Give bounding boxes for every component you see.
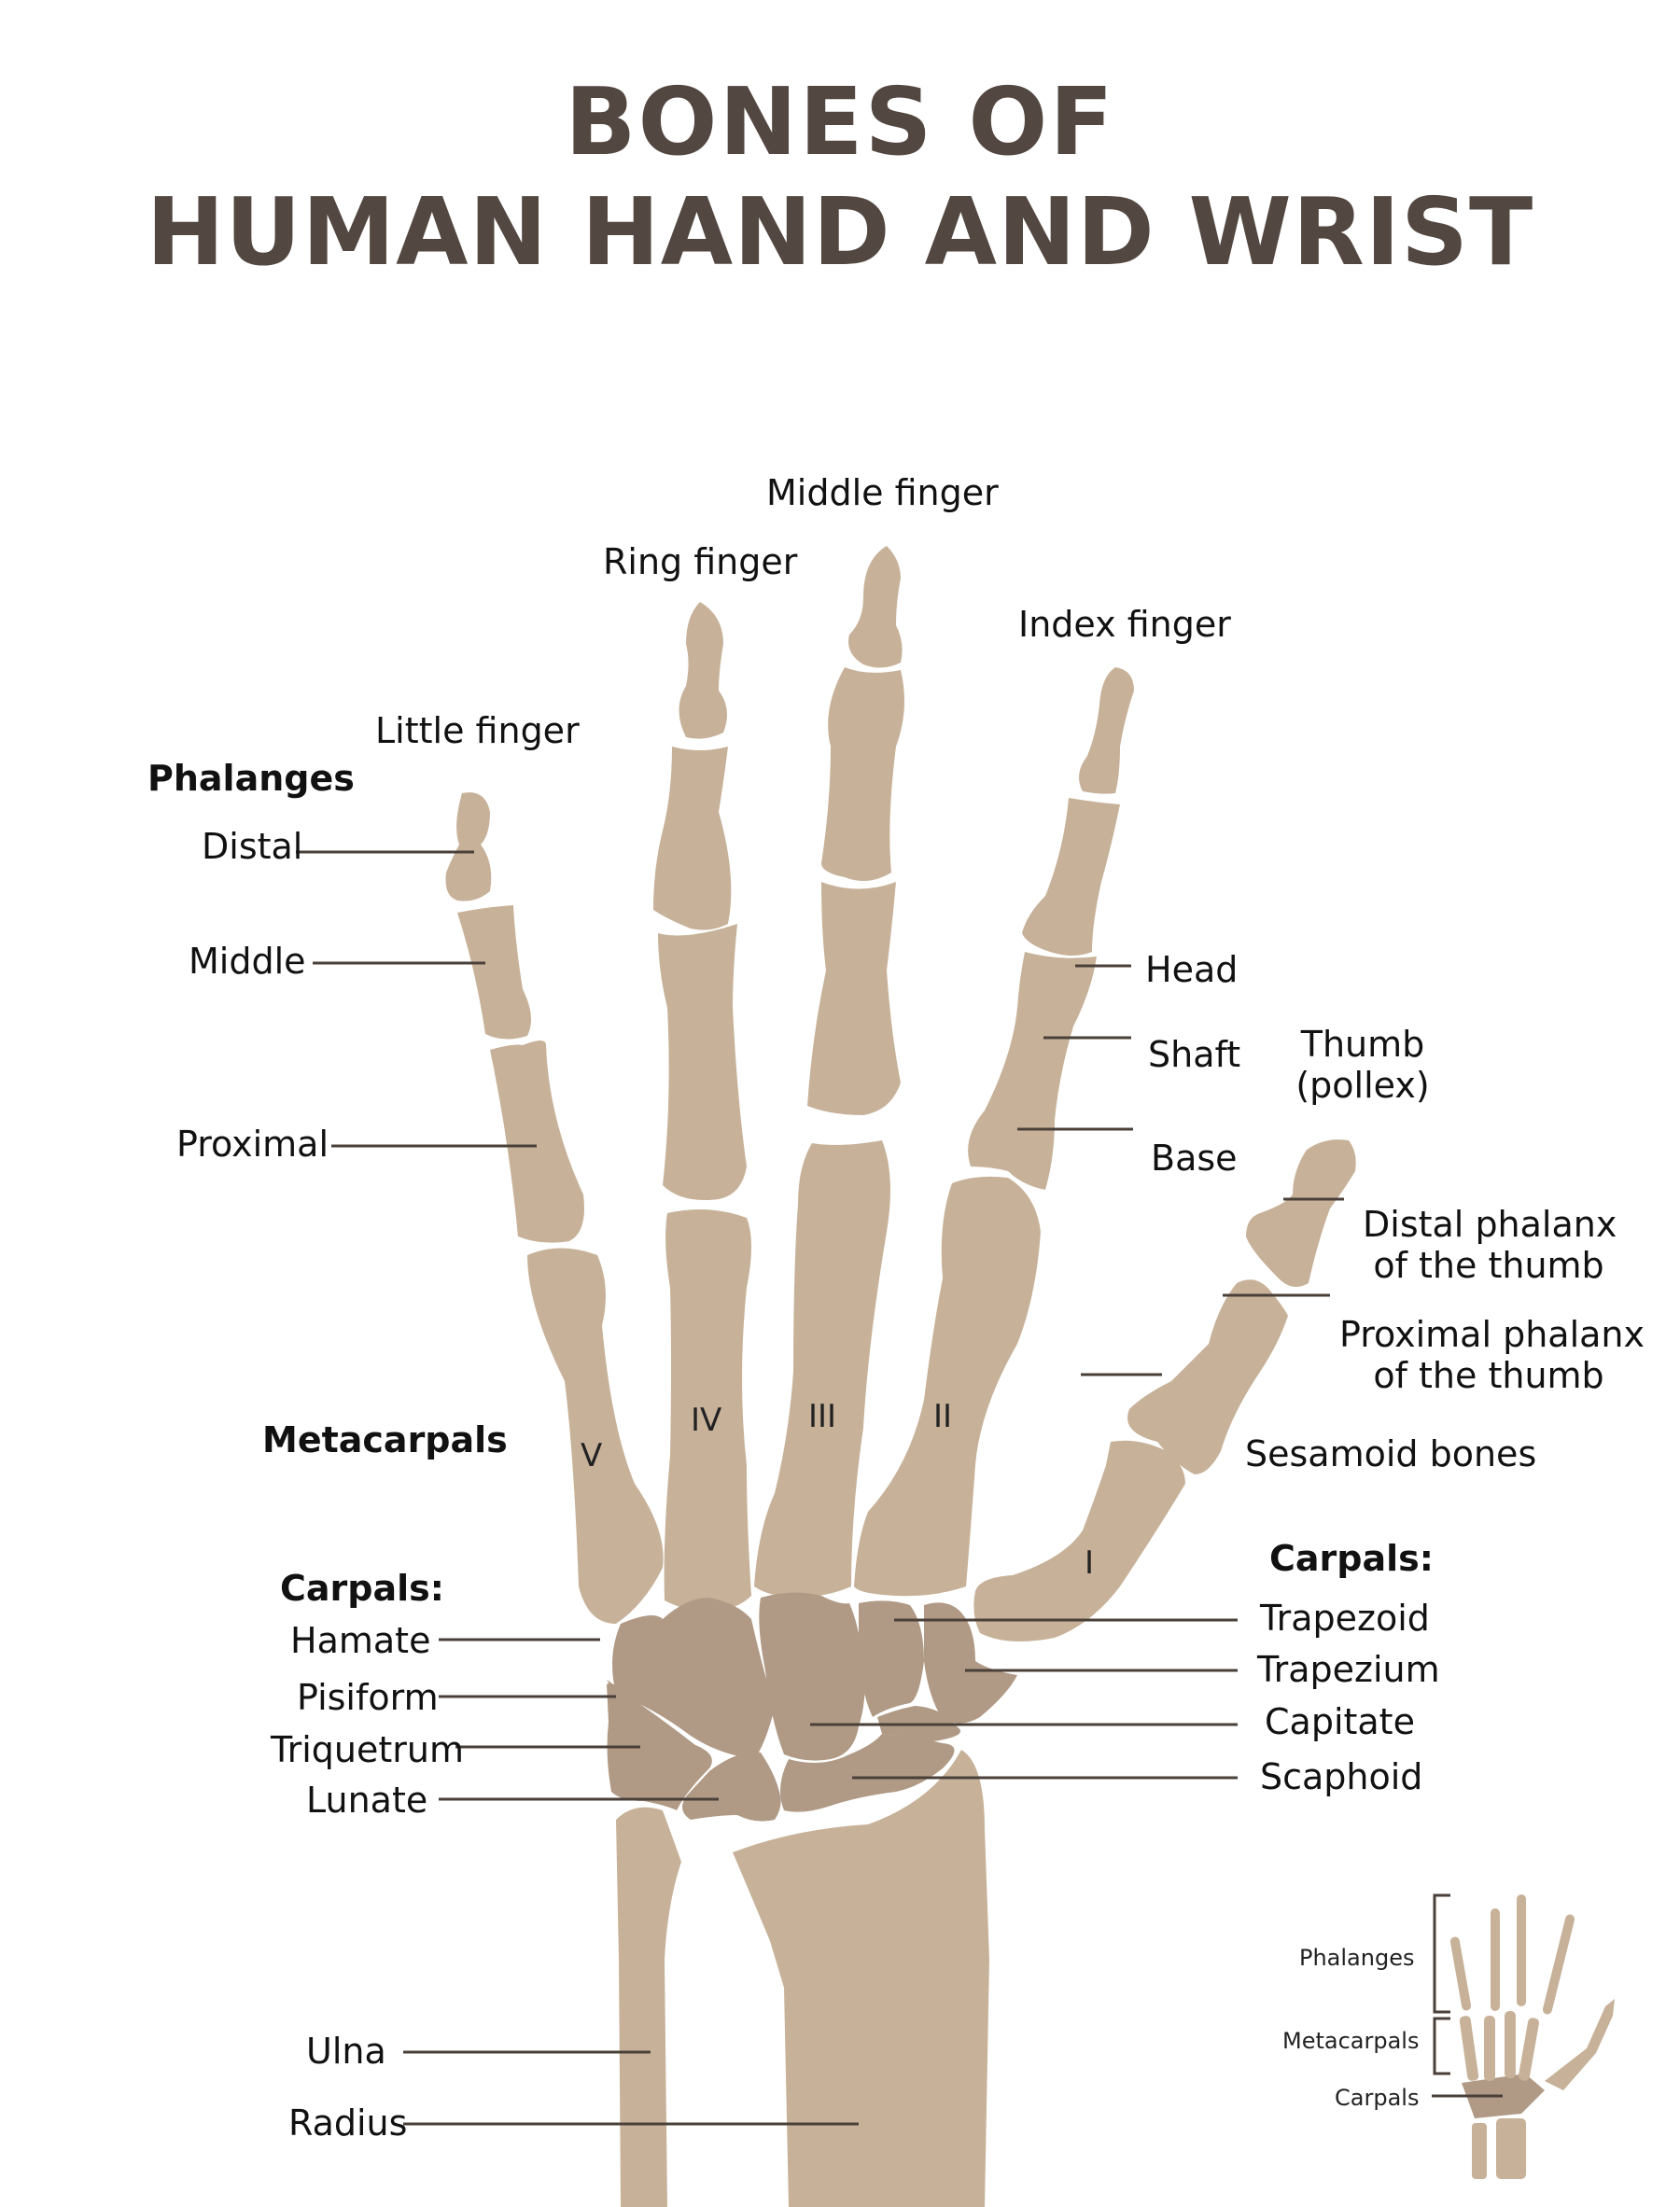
label-ulna: Ulna [306, 2031, 386, 2072]
index-middle-phalanx [1022, 798, 1120, 956]
heading-phalanges: Phalanges [147, 758, 355, 799]
numeral-iv: IV [691, 1402, 722, 1439]
label-scaphoid: Scaphoid [1260, 1756, 1423, 1797]
label-trapezoid: Trapezoid [1260, 1598, 1430, 1639]
label-thumb-distal-line1: Distal phalanx [1363, 1204, 1617, 1245]
label-distal: Distal [202, 826, 303, 867]
label-proximal: Proximal [176, 1124, 329, 1165]
inset-hand-bones [1449, 1894, 1615, 2179]
ring-middle-phalanx [653, 747, 732, 930]
little-distal-phalanx [445, 792, 492, 901]
label-shaft: Shaft [1148, 1034, 1241, 1075]
label-lunate: Lunate [306, 1780, 428, 1821]
ulna-bone [616, 1807, 681, 2207]
label-capitate: Capitate [1265, 1701, 1415, 1742]
label-ring-finger: Ring finger [603, 541, 798, 582]
label-index-finger: Index finger [1018, 604, 1231, 645]
index-proximal-phalanx [968, 952, 1097, 1190]
label-triquetrum: Triquetrum [271, 1729, 465, 1770]
label-thumb: Thumb (pollex) [1288, 1024, 1437, 1106]
heading-metacarpals: Metacarpals [262, 1419, 508, 1460]
label-thumb-line2: (pollex) [1295, 1065, 1430, 1106]
scaphoid-bone [780, 1734, 955, 1812]
thumb-proximal-phalanx [1127, 1279, 1288, 1474]
numeral-ii: II [933, 1398, 953, 1435]
ring-proximal-phalanx [658, 924, 747, 1200]
title-line-2: HUMAN HAND AND WRIST [146, 177, 1534, 286]
capitate-bone [759, 1592, 865, 1761]
metacarpal-v [527, 1248, 664, 1624]
title-line-1: BONES OF [565, 67, 1115, 176]
label-thumb-distal-phalanx: Distal phalanx of the thumb [1363, 1204, 1617, 1286]
triquetrum-bone [607, 1683, 712, 1810]
label-little-finger: Little finger [375, 710, 580, 751]
heading-carpals-left: Carpals: [280, 1568, 444, 1609]
metacarpal-i [973, 1440, 1185, 1641]
label-base: Base [1151, 1138, 1238, 1179]
label-thumb-proximal-phalanx: Proximal phalanx of the thumb [1339, 1314, 1645, 1396]
little-middle-phalanx [457, 905, 531, 1040]
label-sesamoid-bones: Sesamoid bones [1245, 1433, 1537, 1474]
heading-carpals-right: Carpals: [1269, 1538, 1434, 1579]
label-thumb-distal-line2: of the thumb [1373, 1245, 1604, 1286]
label-middle-finger: Middle finger [766, 472, 999, 513]
inset-brackets [1432, 1893, 1503, 2098]
inset-label-carpals: Carpals [1335, 2085, 1420, 2111]
label-pisiform: Pisiform [297, 1677, 439, 1718]
little-proximal-phalanx [490, 1041, 584, 1243]
trapezoid-bone [859, 1600, 924, 1717]
label-thumb-line1: Thumb [1300, 1024, 1425, 1065]
label-middle: Middle [189, 941, 306, 982]
label-head: Head [1145, 949, 1239, 990]
label-thumb-proximal-line1: Proximal phalanx [1339, 1314, 1645, 1355]
numeral-i: I [1085, 1544, 1095, 1582]
metacarpal-ii [854, 1176, 1041, 1597]
numeral-v: V [581, 1437, 603, 1474]
label-trapezium: Trapezium [1257, 1649, 1440, 1690]
middle-proximal-phalanx [807, 882, 901, 1115]
index-distal-phalanx [1079, 667, 1134, 794]
inset-label-metacarpals: Metacarpals [1282, 2028, 1420, 2054]
thumb-distal-phalanx [1246, 1139, 1356, 1287]
metacarpal-iv [664, 1209, 751, 1613]
trapezium-bone [924, 1602, 1017, 1724]
inset-label-phalanges: Phalanges [1299, 1945, 1415, 1971]
hamate-bone [612, 1598, 775, 1759]
middle-middle-phalanx [821, 667, 904, 881]
middle-distal-phalanx [848, 546, 903, 668]
label-thumb-proximal-line2: of the thumb [1373, 1355, 1604, 1396]
ring-distal-phalanx [679, 602, 727, 739]
metacarpal-iii [754, 1140, 890, 1598]
radius-bone [733, 1750, 989, 2207]
label-radius: Radius [288, 2102, 408, 2144]
numeral-iii: III [808, 1398, 837, 1435]
lunate-bone [682, 1752, 781, 1822]
label-hamate: Hamate [290, 1620, 431, 1661]
